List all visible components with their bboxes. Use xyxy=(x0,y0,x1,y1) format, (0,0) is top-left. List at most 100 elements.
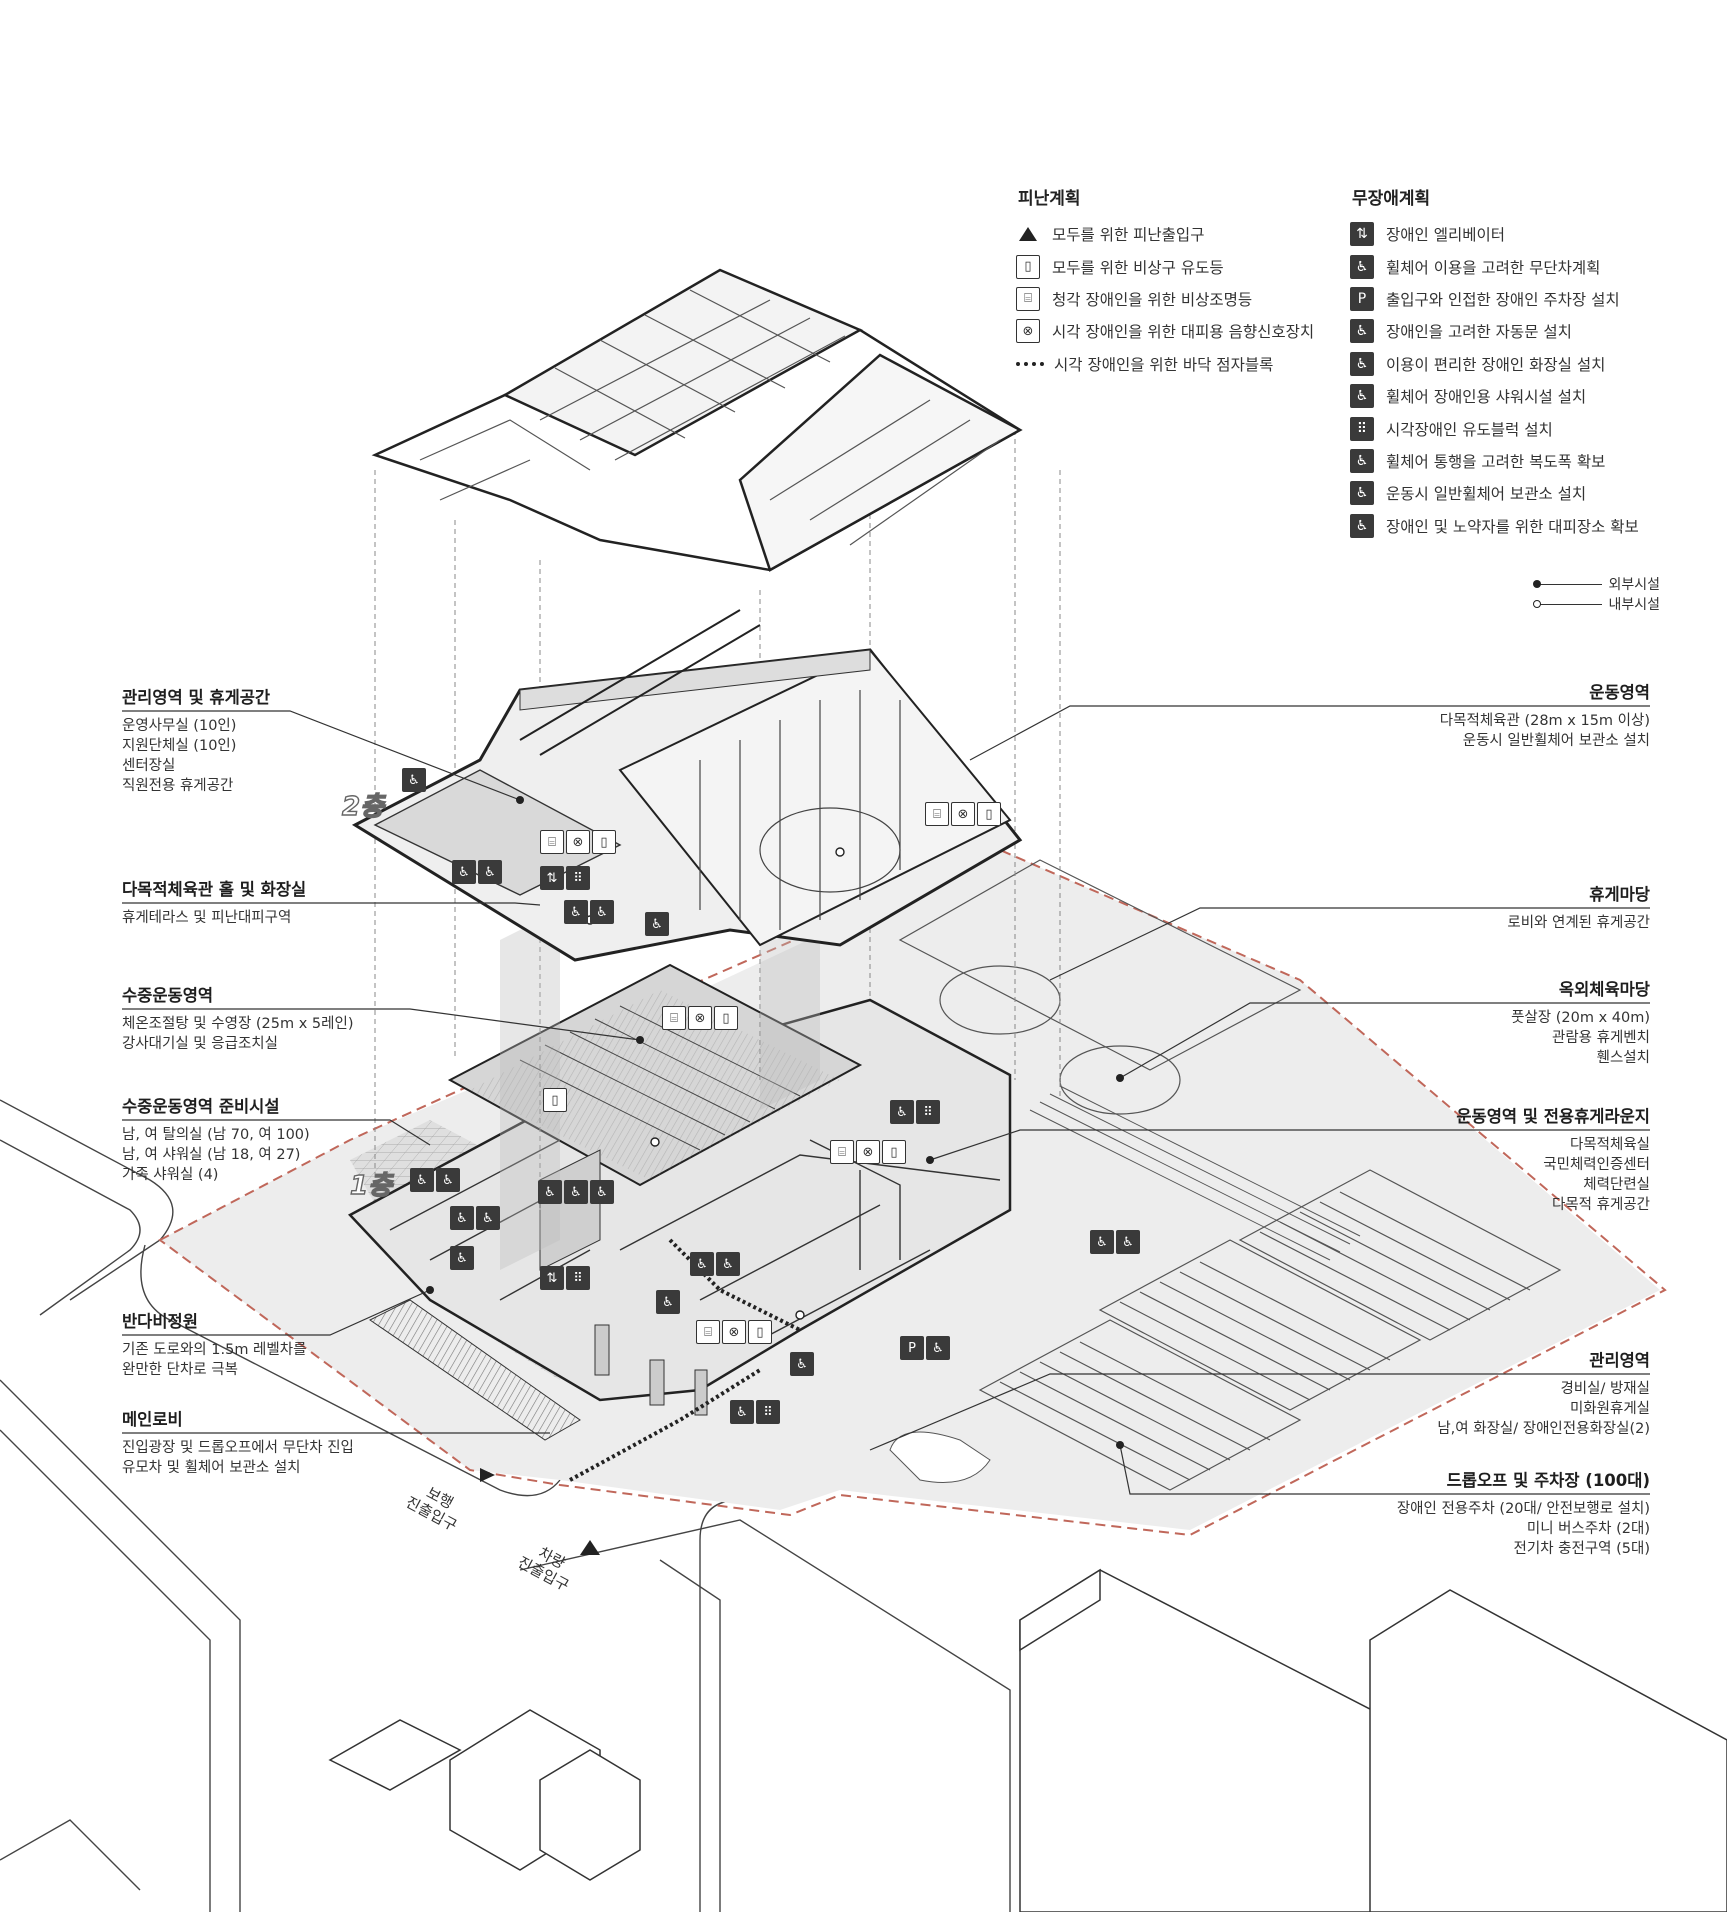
annotation-title: 다목적체육관 홀 및 화장실 xyxy=(122,880,307,899)
legend-item: ⠿시각장애인 유도블럭 설치 xyxy=(1350,412,1639,444)
annotation-title: 휴게마당 xyxy=(1589,885,1650,904)
filled-dot-icon xyxy=(1533,579,1542,588)
elevator-icon: ⇅ xyxy=(1350,222,1374,247)
annotation-title: 수중운동영역 xyxy=(122,986,214,1005)
annotation-line: 국민체력인증센터 xyxy=(1543,1157,1650,1173)
audio-signal-icon: ⊗ xyxy=(722,1320,746,1344)
legend-label: 휠체어 통행을 고려한 복도폭 확보 xyxy=(1386,452,1606,471)
legend-label: 모두를 위한 비상구 유도등 xyxy=(1052,258,1224,277)
annotation-line: 완만한 단차로 극복 xyxy=(122,1362,238,1378)
tactile-route xyxy=(569,1238,801,1482)
legend-item: 시각 장애인을 위한 바닥 점자블록 xyxy=(1016,348,1314,380)
emergency-light-icon: ⌸ xyxy=(696,1320,720,1344)
annotation-line: 전기차 충전구역 (5대) xyxy=(1513,1541,1650,1557)
exit-sign-icon: ▯ xyxy=(714,1006,738,1030)
annotation-line: 남, 여 탈의실 (남 70, 여 100) xyxy=(122,1127,310,1143)
roof-structure xyxy=(371,268,1023,572)
floor-label-1f: 1층 xyxy=(349,1170,393,1201)
wheelchair-icon: ♿ xyxy=(1090,1230,1114,1254)
legend-label: 장애인을 고려한 자동문 설치 xyxy=(1386,323,1572,342)
legend-label: 모두를 위한 피난출입구 xyxy=(1052,226,1205,245)
legend-label: 이용이 편리한 장애인 화장실 설치 xyxy=(1386,355,1606,374)
facility-key-inner: 내부시설 xyxy=(1510,594,1660,614)
legend-label: 운동시 일반휠체어 보관소 설치 xyxy=(1386,485,1587,504)
parking-wheelchair-icon: P xyxy=(900,1336,924,1360)
exit-sign-icon: ▯ xyxy=(748,1320,772,1344)
annotation-line: 체력단련실 xyxy=(1583,1177,1650,1193)
accessible-shower-icon: ♿ xyxy=(478,860,502,884)
accessible-toilet-icon: ♿ xyxy=(564,1180,588,1204)
annotation-line: 다목적체육관 (28m x 15m 이상) xyxy=(1439,713,1650,729)
annotation-line: 지원단체실 (10인) xyxy=(122,738,237,754)
surrounding-buildings xyxy=(328,1568,1727,1912)
refuge-area-icon: ♿ xyxy=(590,900,614,924)
annotation-line: 진입광장 및 드롭오프에서 무단차 진입 xyxy=(122,1440,354,1456)
wheelchair-icon: ♿ xyxy=(1350,254,1374,279)
wheelchair-storage-icon: ♿ xyxy=(645,912,669,936)
accessible-toilet-icon: ♿ xyxy=(1350,351,1374,376)
corridor-width-icon: ♿ xyxy=(1350,448,1374,473)
emergency-light-icon: ⌸ xyxy=(1016,286,1040,311)
legend-label: 시각 장애인을 위한 대피용 음향신호장치 xyxy=(1052,323,1315,342)
audio-signal-icon: ⊗ xyxy=(951,802,975,826)
legend-item: ♿장애인을 고려한 자동문 설치 xyxy=(1350,315,1639,347)
annotation-title: 반다비정원 xyxy=(122,1312,198,1331)
refuge-area-icon: ♿ xyxy=(1350,513,1374,538)
exit-sign-icon: ▯ xyxy=(543,1088,567,1112)
annotation-line: 미화원휴게실 xyxy=(1569,1401,1650,1417)
emergency-light-icon: ⌸ xyxy=(925,802,949,826)
evacuation-legend: 모두를 위한 피난출입구 ▯ 모두를 위한 비상구 유도등 ⌸ 청각 장애인을 … xyxy=(1016,218,1314,380)
annotation-line: 체온조절탕 및 수영장 (25m x 5레인) xyxy=(122,1016,354,1032)
audio-signal-icon: ⊗ xyxy=(1016,319,1040,344)
annotation-title: 관리영역 및 휴게공간 xyxy=(122,688,271,707)
accessible-shower-icon: ♿ xyxy=(1350,384,1374,409)
wheelchair-icon: ♿ xyxy=(1116,1230,1140,1254)
ground-floor-plan xyxy=(347,963,1012,1441)
tactile-block-icon: ⠿ xyxy=(756,1400,780,1424)
legend-item: 모두를 위한 피난출입구 xyxy=(1016,218,1314,250)
wheelchair-icon: ♿ xyxy=(926,1336,950,1360)
tactile-line-icon xyxy=(1016,361,1044,366)
emergency-light-icon: ⌸ xyxy=(540,830,564,854)
emergency-light-icon: ⌸ xyxy=(830,1140,854,1164)
annotation-line: 직원전용 휴게공간 xyxy=(122,778,234,794)
annotation-title: 옥외체육마당 xyxy=(1558,980,1650,999)
evacuation-legend-title: 피난계획 xyxy=(1018,189,1081,209)
triangle-icon xyxy=(1019,227,1037,242)
annotation-line: 운영사무실 (10인) xyxy=(122,718,237,734)
corridor-width-icon: ♿ xyxy=(450,1246,474,1270)
wheelchair-storage-icon: ♿ xyxy=(1350,481,1374,506)
tactile-block-icon: ⠿ xyxy=(566,1266,590,1290)
accessible-shower-icon: ♿ xyxy=(436,1168,460,1192)
accessible-toilet-icon: ♿ xyxy=(450,1206,474,1230)
annotation-block: 드롭오프 및 주차장 (100대)장애인 전용주차 (20대/ 안전보행로 설치… xyxy=(1397,1471,1650,1559)
legend-item: ▯ 모두를 위한 비상구 유도등 xyxy=(1016,250,1314,282)
audio-signal-icon: ⊗ xyxy=(688,1006,712,1030)
facility-key: 외부시설 내부시설 xyxy=(1510,574,1660,614)
annotation-line: 기존 도로와의 1.5m 레벨차를 xyxy=(122,1342,307,1358)
hollow-dot-icon xyxy=(1533,599,1542,608)
tactile-block-icon: ⠿ xyxy=(566,866,590,890)
legend-item: ♿ 운동시 일반휠체어 보관소 설치 xyxy=(1350,477,1639,509)
annotation-line: 풋살장 (20m x 40m) xyxy=(1511,1010,1650,1026)
legend-label: 휠체어 장애인용 샤워시설 설치 xyxy=(1386,388,1587,407)
annotation-line: 가족 샤워실 (4) xyxy=(122,1167,219,1183)
annotation-line: 장애인 전용주차 (20대/ 안전보행로 설치) xyxy=(1396,1501,1650,1517)
elevator-icon: ⇅ xyxy=(540,1266,564,1290)
wheelchair-icon: ♿ xyxy=(564,900,588,924)
exit-sign-icon: ▯ xyxy=(882,1140,906,1164)
annotation-title: 수중운동영역 준비시설 xyxy=(122,1097,280,1116)
entrance-arrows xyxy=(480,1468,600,1555)
annotation-title: 메인로비 xyxy=(122,1410,183,1429)
annotation-line: 유모차 및 휠체어 보관소 설치 xyxy=(122,1460,301,1476)
legend-item: ⌸ 청각 장애인을 위한 비상조명등 xyxy=(1016,283,1314,315)
accessible-toilet-icon: ♿ xyxy=(716,1252,740,1276)
